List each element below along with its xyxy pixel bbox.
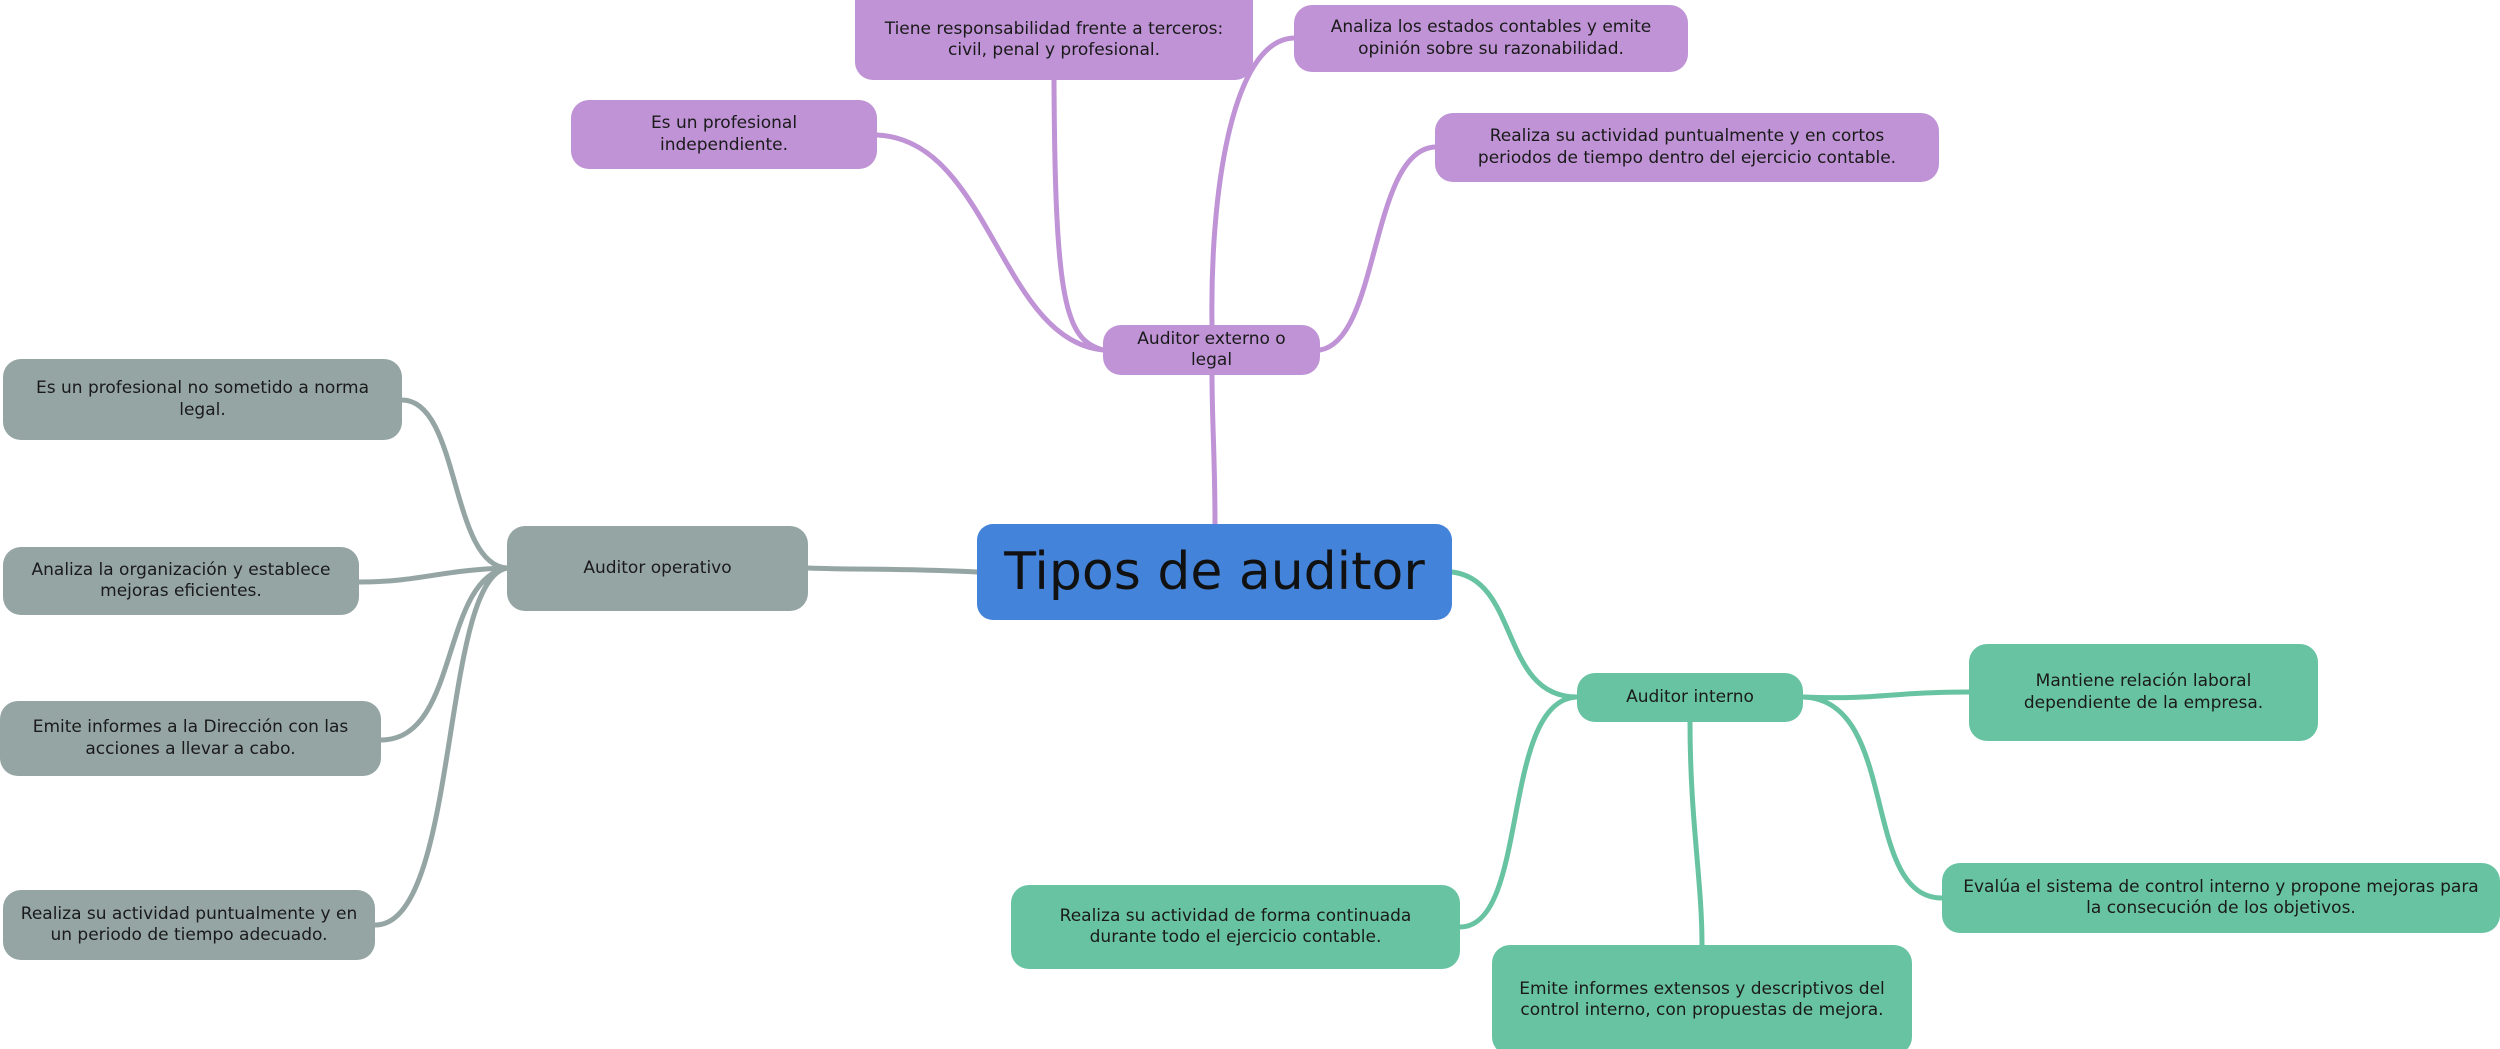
topic-auditor-externo[interactable]: Auditor externo o legal bbox=[1103, 325, 1320, 375]
subtopic-label: Realiza su actividad de forma continuada… bbox=[1059, 905, 1412, 947]
link-interno-continuada bbox=[1457, 694, 1580, 930]
subtopic-informes-extensos[interactable]: Emite informes extensos y descriptivos d… bbox=[1492, 945, 1912, 1049]
link-root-interno bbox=[1449, 569, 1580, 700]
subtopic-informes-direccion[interactable]: Emite informes a la Dirección con las ac… bbox=[0, 701, 381, 776]
link-interno-extensos bbox=[1687, 719, 1705, 948]
link-externo-independiente bbox=[874, 132, 1106, 353]
link-root-externo bbox=[1209, 372, 1218, 527]
link-externo-puntual bbox=[1317, 144, 1438, 353]
subtopic-label: Es un profesional no sometido a norma le… bbox=[35, 378, 369, 420]
subtopic-tiempo-adecuado[interactable]: Realiza su actividad puntualmente y en u… bbox=[3, 890, 375, 960]
subtopic-analiza-estados[interactable]: Analiza los estados contables y emite op… bbox=[1294, 5, 1688, 72]
link-externo-analiza bbox=[1209, 35, 1297, 328]
subtopic-label: Tiene responsabilidad frente a terceros:… bbox=[884, 18, 1224, 60]
subtopic-label: Es un profesional independiente. bbox=[650, 113, 798, 155]
subtopic-label: Analiza la organización y establece mejo… bbox=[31, 559, 331, 601]
topic-label: Auditor operativo bbox=[583, 557, 732, 578]
subtopic-label: Analiza los estados contables y emite op… bbox=[1330, 17, 1652, 59]
subtopic-label: Evalúa el sistema de control interno y p… bbox=[1963, 876, 2479, 918]
subtopic-puntual-cortos[interactable]: Realiza su actividad puntualmente y en c… bbox=[1435, 113, 1939, 182]
subtopic-independiente[interactable]: Es un profesional independiente. bbox=[571, 100, 877, 169]
subtopic-label: Emite informes extensos y descriptivos d… bbox=[1519, 978, 1885, 1020]
topic-auditor-interno[interactable]: Auditor interno bbox=[1577, 673, 1803, 722]
link-operativo-organizacion bbox=[356, 565, 510, 585]
subtopic-relacion-laboral[interactable]: Mantiene relación laboral dependiente de… bbox=[1969, 644, 2318, 741]
subtopic-forma-continuada[interactable]: Realiza su actividad de forma continuada… bbox=[1011, 885, 1460, 969]
link-operativo-norma bbox=[399, 397, 510, 571]
topic-label: Auditor interno bbox=[1626, 686, 1754, 707]
subtopic-label: Emite informes a la Dirección con las ac… bbox=[32, 717, 349, 759]
subtopic-label: Realiza su actividad puntualmente y en c… bbox=[1477, 126, 1897, 168]
central-topic-label: Tipos de auditor bbox=[1004, 541, 1425, 602]
subtopic-responsabilidad[interactable]: Tiene responsabilidad frente a terceros:… bbox=[855, 0, 1253, 80]
subtopic-evalua-control[interactable]: Evalúa el sistema de control interno y p… bbox=[1942, 863, 2500, 933]
subtopic-label: Realiza su actividad puntualmente y en u… bbox=[20, 903, 358, 945]
link-interno-mantiene bbox=[1800, 689, 1972, 701]
subtopic-analiza-organizacion[interactable]: Analiza la organización y establece mejo… bbox=[3, 547, 359, 615]
link-root-operativo bbox=[805, 565, 980, 575]
central-topic[interactable]: Tipos de auditor bbox=[977, 524, 1452, 620]
subtopic-label: Mantiene relación laboral dependiente de… bbox=[2023, 671, 2264, 713]
topic-auditor-operativo[interactable]: Auditor operativo bbox=[507, 526, 808, 611]
link-externo-responsabilidad bbox=[1051, 77, 1106, 353]
link-interno-evalua bbox=[1800, 694, 1945, 901]
topic-label: Auditor externo o legal bbox=[1137, 328, 1286, 370]
link-operativo-adecuado bbox=[372, 565, 510, 928]
link-operativo-direccion bbox=[378, 565, 510, 743]
subtopic-no-sometido[interactable]: Es un profesional no sometido a norma le… bbox=[3, 359, 402, 440]
